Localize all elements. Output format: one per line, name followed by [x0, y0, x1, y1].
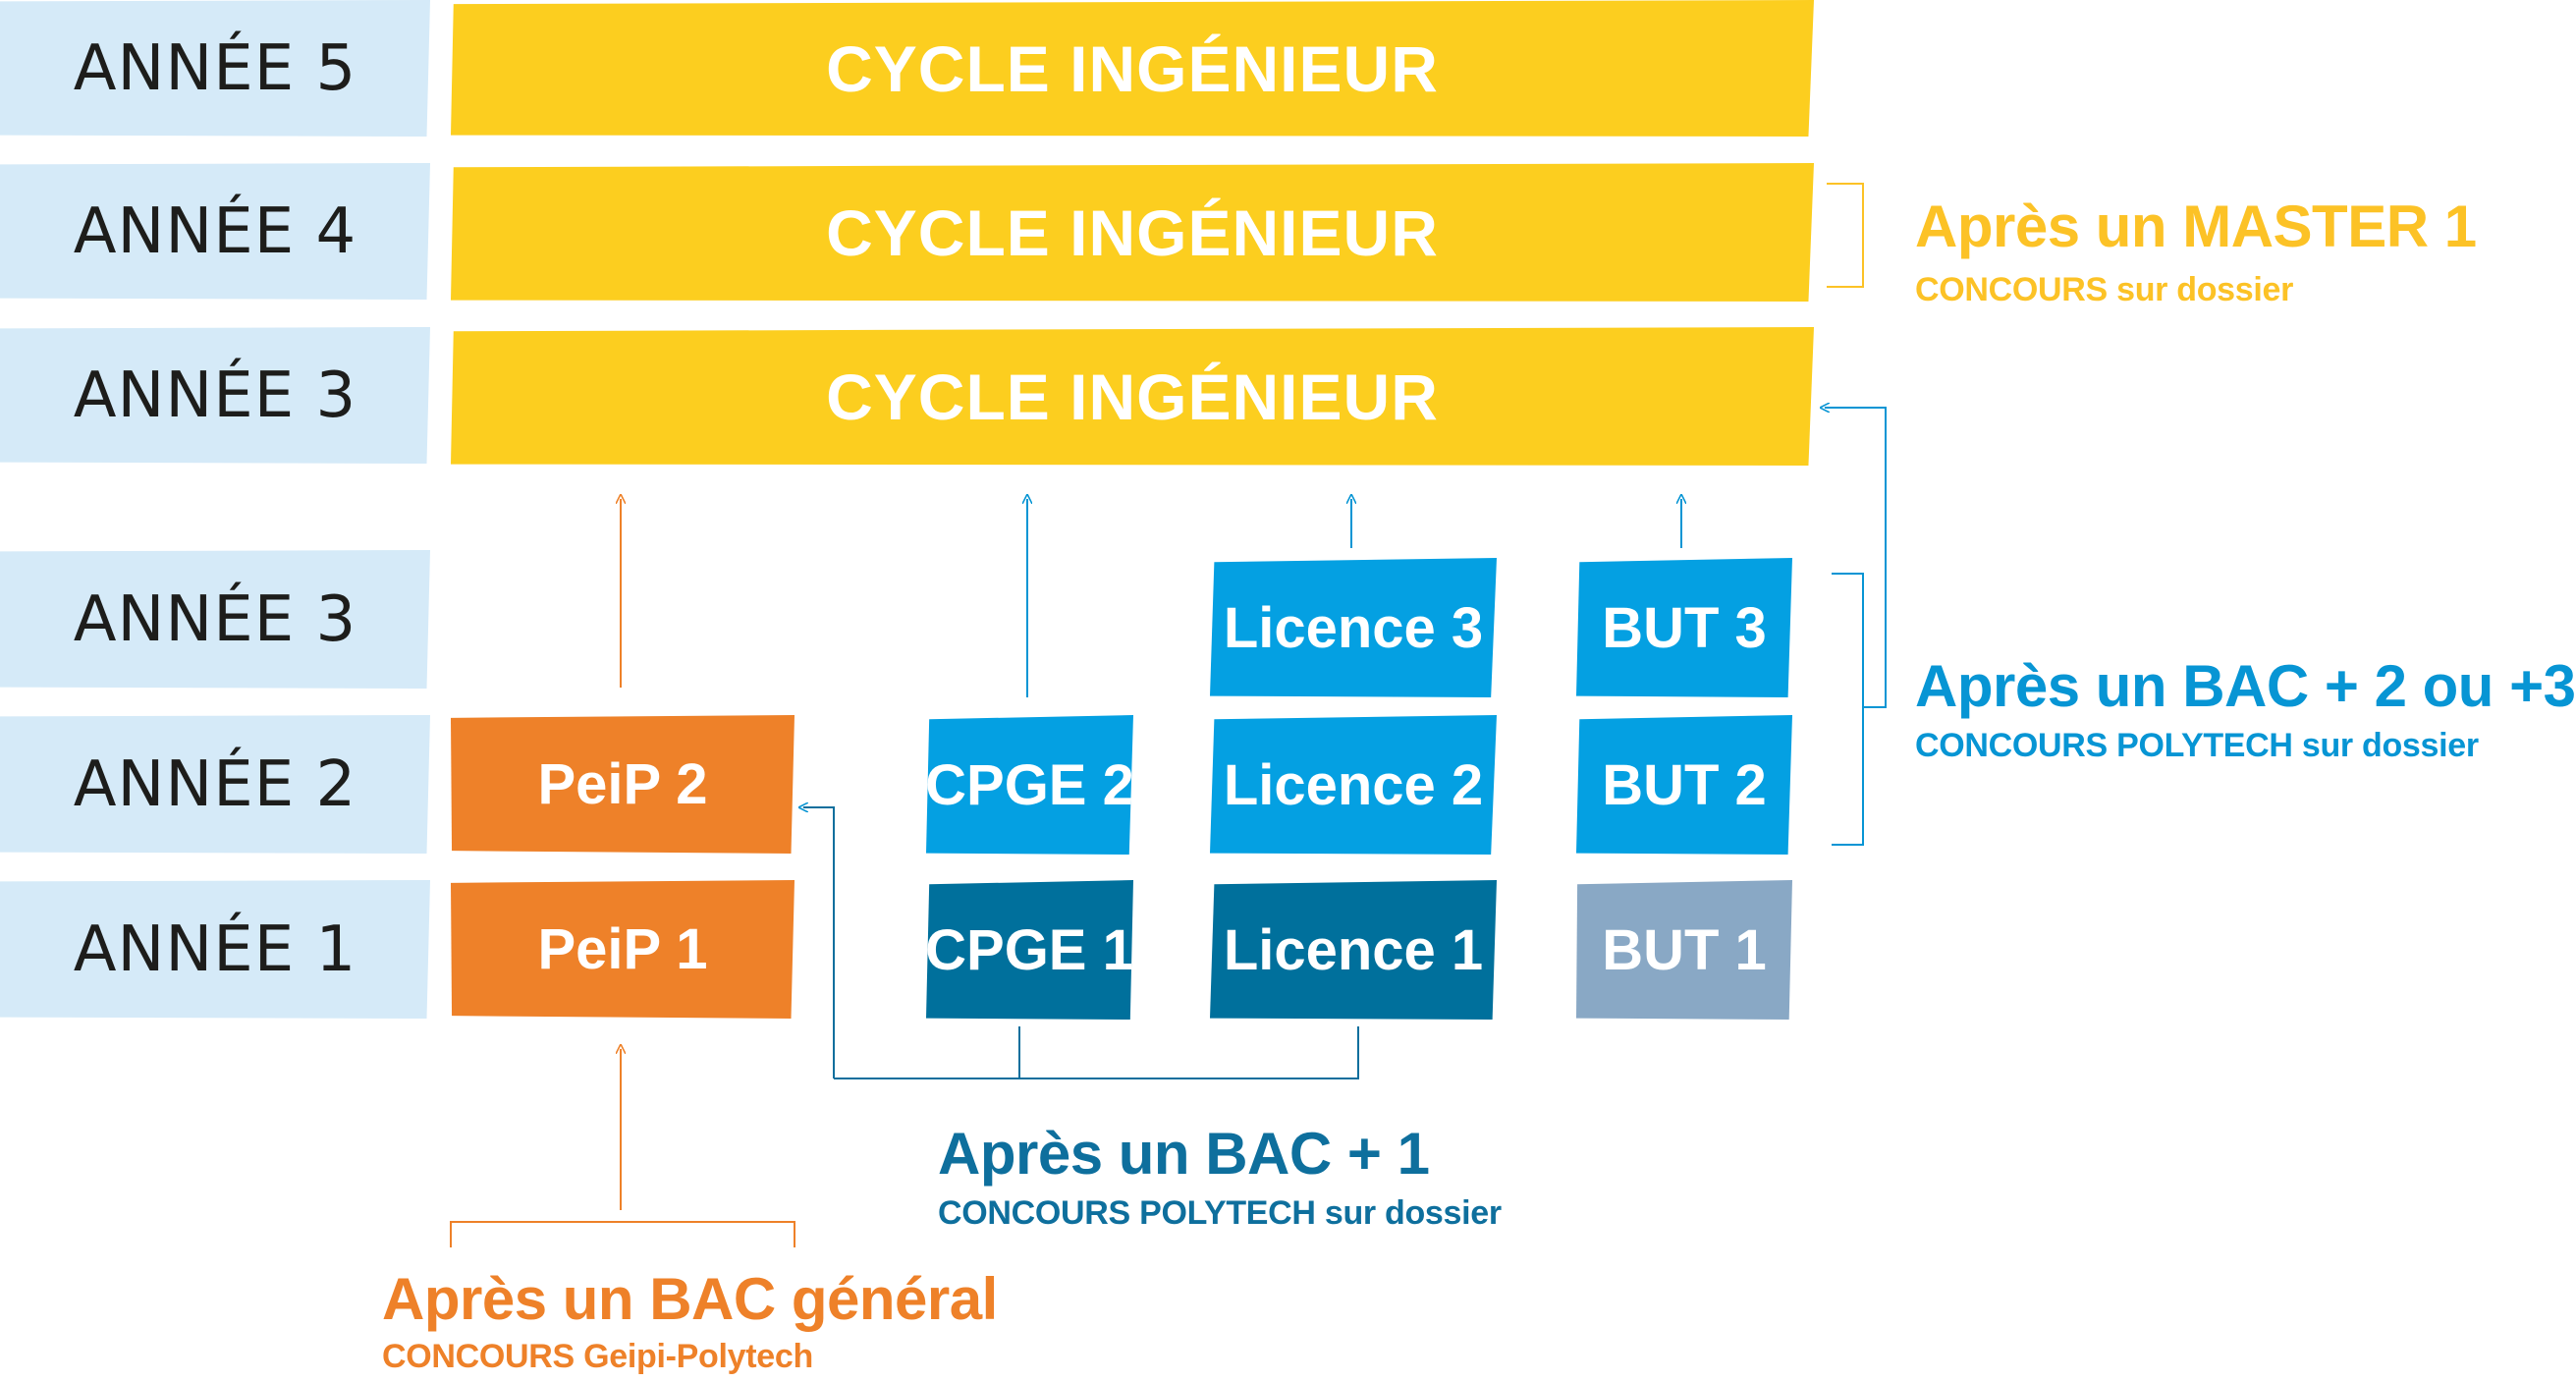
licence-3-box: Licence 3 [1210, 558, 1497, 697]
year-label-2: ANNÉE 2 [0, 715, 430, 854]
but-2-box: BUT 2 [1576, 715, 1792, 855]
route-master1-subtitle: CONCOURS sur dossier [1915, 271, 2294, 308]
year-label-4: ANNÉE 4 [0, 163, 430, 300]
but-3-box: BUT 3 [1576, 558, 1792, 697]
year-label-1: ANNÉE 1 [0, 880, 430, 1019]
licence-2-box: Licence 2 [1210, 715, 1497, 855]
bracket-bac1 [1018, 1026, 1359, 1079]
route-bacgeneral-subtitle: CONCOURS Geipi-Polytech [382, 1338, 813, 1375]
route-master1-title: Après un MASTER 1 [1915, 193, 2477, 259]
year-label-5: ANNÉE 5 [0, 0, 430, 137]
route-bac23-title: Après un BAC + 2 ou +3 [1915, 653, 2576, 719]
route-bacgeneral-title: Après un BAC général [382, 1266, 998, 1332]
licence-1-box: Licence 1 [1210, 880, 1497, 1020]
year-label-3-engineering: ANNÉE 3 [0, 327, 430, 464]
route-bac1-subtitle: CONCOURS POLYTECH sur dossier [938, 1194, 1502, 1232]
bracket-bac23 [1832, 573, 1864, 846]
bracket-bacgeneral [450, 1221, 795, 1247]
cycle-ingenieur-year4: CYCLE INGÉNIEUR [451, 163, 1814, 302]
cycle-ingenieur-year5: CYCLE INGÉNIEUR [451, 0, 1814, 137]
bracket-master1 [1827, 183, 1864, 288]
cycle-ingenieur-year3: CYCLE INGÉNIEUR [451, 327, 1814, 466]
but-1-box: BUT 1 [1576, 880, 1792, 1020]
peip-1-box: PeiP 1 [451, 880, 795, 1019]
route-bac23-subtitle: CONCOURS POLYTECH sur dossier [1915, 727, 2479, 764]
arrow-bac1-to-peip2 [803, 807, 835, 1078]
cpge-1-box: CPGE 1 [926, 880, 1133, 1020]
year-label-3-undergrad: ANNÉE 3 [0, 550, 430, 689]
cpge-2-box: CPGE 2 [926, 715, 1133, 855]
arrow-bac23-to-cycle [1825, 408, 1887, 708]
peip-2-box: PeiP 2 [451, 715, 795, 854]
route-bac1-title: Après un BAC + 1 [938, 1121, 1430, 1187]
connector-lines [450, 183, 1887, 1247]
